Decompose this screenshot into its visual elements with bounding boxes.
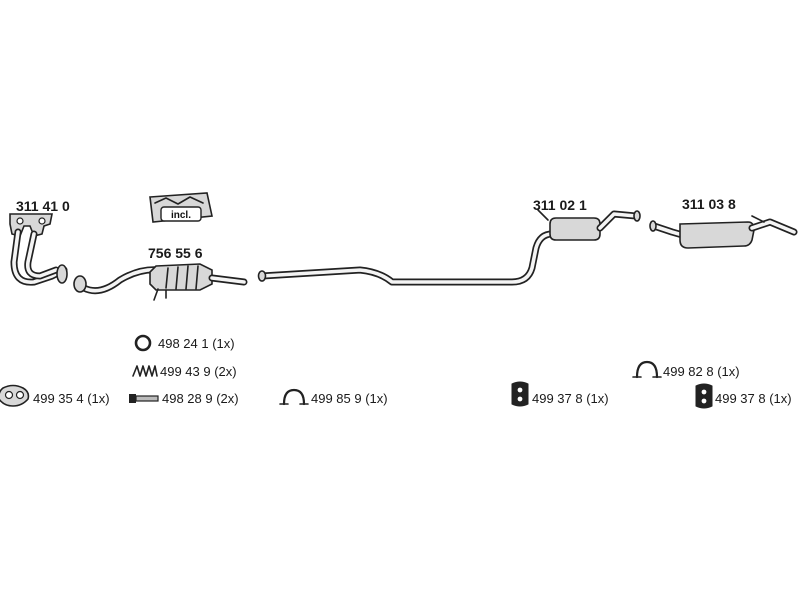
- o-ring-icon: [134, 334, 152, 352]
- rubber-mount-icon: [695, 383, 713, 409]
- manifold-part-number: 311 41 0: [16, 198, 70, 214]
- rubber-mount-label-2: 499 37 8 (1x): [715, 391, 792, 406]
- clamp-label-2: 499 82 8 (1x): [663, 364, 740, 379]
- rear-silencer[interactable]: [649, 215, 798, 249]
- front-pipe[interactable]: [257, 230, 556, 286]
- bolt-label: 498 28 9 (2x): [162, 391, 239, 406]
- rubber-mount-label: 499 37 8 (1x): [532, 391, 609, 406]
- catalyst-part-number: 756 55 6: [148, 245, 203, 261]
- rubber-mount-icon: [511, 381, 529, 407]
- clamp-icon: [632, 360, 662, 379]
- clamp-icon: [279, 388, 309, 406]
- bolt-icon: [129, 394, 159, 403]
- gasket-label: 499 35 4 (1x): [33, 391, 110, 406]
- catalyst-kit-icon: [149, 192, 213, 223]
- clamp-label: 499 85 9 (1x): [311, 391, 388, 406]
- middle-silencer[interactable]: [537, 209, 641, 241]
- spring-label: 499 43 9 (2x): [160, 364, 237, 379]
- exhaust-manifold[interactable]: [9, 213, 68, 286]
- rear-silencer-part-number: 311 03 8: [682, 196, 736, 212]
- middle-silencer-part-number: 311 02 1: [533, 197, 587, 213]
- gasket-icon: [0, 384, 30, 407]
- catalytic-converter[interactable]: [73, 263, 248, 301]
- ring-label: 498 24 1 (1x): [158, 336, 235, 351]
- catalyst-kit-badge: incl.: [171, 210, 191, 221]
- spring-icon: [132, 365, 158, 377]
